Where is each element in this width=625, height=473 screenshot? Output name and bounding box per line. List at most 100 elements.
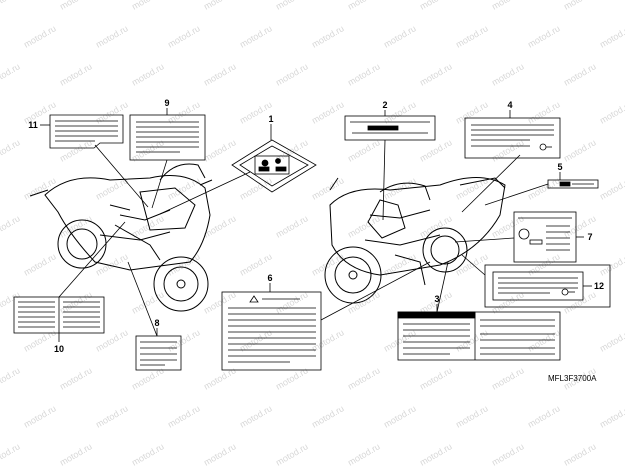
watermark-text: motod.ru: [346, 213, 382, 239]
watermark-text: motod.ru: [454, 251, 490, 277]
watermark-text: motod.ru: [58, 0, 94, 12]
leader-lines: [58, 139, 549, 337]
watermark-text: motod.ru: [274, 0, 310, 12]
watermark-text: motod.ru: [238, 175, 274, 201]
watermark-text: motod.ru: [562, 0, 598, 12]
watermark-text: motod.ru: [562, 61, 598, 87]
watermark-text: motod.ru: [418, 137, 454, 163]
watermark-text: motod.ru: [94, 251, 130, 277]
watermark-text: motod.ru: [490, 213, 526, 239]
watermark-text: motod.ru: [130, 365, 166, 391]
label-8: [135, 328, 182, 371]
callout-6: 6: [267, 273, 272, 283]
motorcycle-right: [324, 177, 506, 304]
watermark-text: motod.ru: [22, 403, 58, 429]
watermark-text: motod.ru: [598, 99, 625, 125]
watermark-text: motod.ru: [166, 327, 202, 353]
watermark-text: motod.ru: [202, 441, 238, 467]
watermark-text: motod.ru: [58, 441, 94, 467]
watermark-text: motod.ru: [274, 441, 310, 467]
watermark-text: motod.ru: [22, 251, 58, 277]
label-10: [13, 296, 105, 342]
watermark-text: motod.ru: [58, 213, 94, 239]
watermark-text: motod.ru: [202, 0, 238, 12]
watermark-text: motod.ru: [58, 61, 94, 87]
watermark-text: motod.ru: [562, 441, 598, 467]
watermark-text: motod.ru: [526, 403, 562, 429]
watermark-text: motod.ru: [22, 327, 58, 353]
watermark-text: motod.ru: [598, 251, 625, 277]
watermark-text: motod.ru: [238, 403, 274, 429]
watermark-text: motod.ru: [454, 327, 490, 353]
label-12: [484, 264, 611, 308]
watermark-text: motod.ru: [598, 403, 625, 429]
watermark-text: motod.ru: [130, 441, 166, 467]
watermark-text: motod.ru: [418, 61, 454, 87]
watermark-text: motod.ru: [454, 403, 490, 429]
watermark-text: motod.ru: [202, 61, 238, 87]
callout-1: 1: [268, 114, 273, 124]
watermark-text: motod.ru: [346, 61, 382, 87]
label-6: [221, 283, 322, 371]
watermark-text: motod.ru: [310, 23, 346, 49]
watermark-text: motod.ru: [310, 175, 346, 201]
callout-4: 4: [507, 100, 512, 110]
callout-12: 12: [594, 281, 604, 291]
watermark-text: motod.ru: [0, 61, 22, 87]
diagram-code: MFL3F3700A: [548, 374, 597, 383]
label-4: [464, 110, 561, 159]
watermark-text: motod.ru: [166, 403, 202, 429]
watermark-text: motod.ru: [346, 365, 382, 391]
watermark-text: motod.ru: [346, 441, 382, 467]
watermark-text: motod.ru: [58, 365, 94, 391]
watermark-text: motod.ru: [0, 213, 22, 239]
watermark-text: motod.ru: [94, 403, 130, 429]
watermark-text: motod.ru: [202, 137, 238, 163]
watermark-text: motod.ru: [274, 213, 310, 239]
watermark-text: motod.ru: [130, 61, 166, 87]
watermark-text: motod.ru: [94, 327, 130, 353]
watermark-text: motod.ru: [490, 365, 526, 391]
watermark-text: motod.ru: [310, 403, 346, 429]
watermark-text: motod.ru: [202, 289, 238, 315]
watermark-text: motod.ru: [0, 137, 22, 163]
watermark-text: motod.ru: [598, 327, 625, 353]
watermark-text: motod.ru: [346, 137, 382, 163]
label-7: [513, 211, 584, 263]
watermark-text: motod.ru: [418, 365, 454, 391]
callout-11: 11: [28, 120, 38, 130]
watermark-text: motod.ru: [598, 23, 625, 49]
watermark-text: motod.ru: [0, 0, 22, 12]
watermark-text: motod.ru: [526, 251, 562, 277]
watermark-text: motod.ru: [526, 23, 562, 49]
watermark-text: motod.ru: [454, 23, 490, 49]
watermark-text: motod.ru: [454, 99, 490, 125]
watermark-text: motod.ru: [382, 403, 418, 429]
callout-7: 7: [587, 232, 592, 242]
callout-9: 9: [164, 98, 169, 108]
watermark-text: motod.ru: [274, 61, 310, 87]
callout-5: 5: [557, 162, 562, 172]
callout-8: 8: [154, 318, 159, 328]
watermark-text: motod.ru: [490, 0, 526, 12]
watermark-text: motod.ru: [598, 175, 625, 201]
watermark-text: motod.ru: [94, 23, 130, 49]
watermark-text: motod.ru: [202, 365, 238, 391]
label-9: [129, 108, 206, 161]
label-3: [397, 304, 561, 361]
watermark-text: motod.ru: [526, 99, 562, 125]
watermark-text: motod.ru: [490, 441, 526, 467]
watermark-text: motod.ru: [0, 365, 22, 391]
watermark-text: motod.ru: [0, 441, 22, 467]
watermark-text: motod.ru: [526, 175, 562, 201]
watermark-text: motod.ru: [94, 99, 130, 125]
callout-3: 3: [434, 294, 439, 304]
watermark-text: motod.ru: [346, 0, 382, 12]
watermark-text: motod.ru: [130, 213, 166, 239]
watermark-text: motod.ru: [526, 327, 562, 353]
watermark-text: motod.ru: [274, 289, 310, 315]
watermark-text: motod.ru: [310, 251, 346, 277]
